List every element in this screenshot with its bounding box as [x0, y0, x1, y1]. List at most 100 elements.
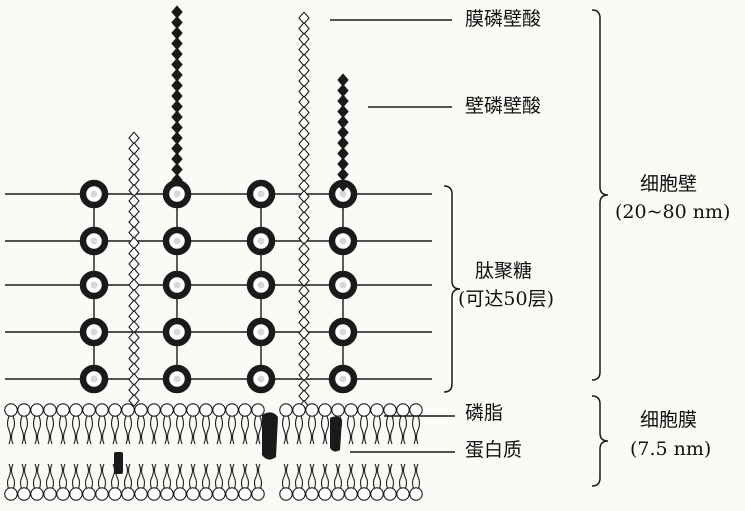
membrane-protein [114, 452, 123, 474]
phospholipid-tail [400, 416, 407, 444]
phospholipid-tail [387, 464, 394, 490]
phospholipid-tail [242, 416, 249, 444]
cell-membrane-brace [592, 396, 608, 486]
phospholipid-head [70, 404, 82, 416]
phospholipid-head [174, 404, 186, 416]
phospholipid-head [319, 488, 331, 500]
phospholipid-head [83, 404, 95, 416]
phospholipid-head [200, 404, 212, 416]
phospholipid-tail [296, 464, 303, 490]
peptidoglycan-node-core [340, 238, 347, 245]
phospholipid-tail [283, 464, 290, 490]
phospholipid-tail [73, 464, 80, 490]
phospholipid-head [280, 488, 292, 500]
peptidoglycan-node-core [258, 191, 265, 198]
phospholipid-head [18, 404, 30, 416]
phospholipid-tail [151, 464, 158, 490]
phospholipid-tail [86, 416, 93, 444]
phospholipid-tail [229, 416, 236, 444]
phospholipid-head [122, 488, 134, 500]
phospholipid-tail [400, 464, 407, 490]
phospholipid-tail [335, 464, 342, 490]
wall-teichoic-acid-chain [172, 6, 182, 186]
phospholipid-tail [348, 416, 355, 444]
phospholipid-tail [374, 416, 381, 444]
phospholipid-tail [86, 464, 93, 490]
phospholipid-tail [283, 416, 290, 444]
membrane-proteins [114, 412, 342, 474]
phospholipid-tail [322, 416, 329, 444]
phospholipid-tail [99, 464, 106, 490]
phospholipid-tail [60, 464, 67, 490]
protein-label: 蛋白质 [465, 441, 522, 460]
phospholipid-tail [138, 416, 145, 444]
peptidoglycan-node-core [258, 282, 265, 289]
phospholipid-head [161, 488, 173, 500]
phospholipid-head [109, 404, 121, 416]
phospholipid-tail [21, 416, 28, 444]
phospholipid-head [293, 488, 305, 500]
phospholipid-tail [138, 464, 145, 490]
phospholipid-head [44, 404, 56, 416]
peptidoglycan-nodes [83, 183, 354, 390]
cell-wall-thickness-label: (20~80 nm) [615, 203, 730, 222]
cell-wall-brace-group [592, 10, 608, 380]
phospholipid-head [371, 488, 383, 500]
peptidoglycan-node-core [174, 329, 181, 336]
lipoteichoic-acid-chain [129, 132, 139, 406]
phospholipid-tail [190, 464, 197, 490]
phospholipid-tail [125, 416, 132, 444]
phospholipid-tail [413, 416, 420, 444]
phospholipid-tail [151, 416, 158, 444]
phospholipid-head [174, 488, 186, 500]
phospholipid-head [70, 488, 82, 500]
phospholipid-head [200, 488, 212, 500]
peptidoglycan-node-core [174, 282, 181, 289]
peptidoglycan-label: 肽聚糖 [475, 262, 532, 281]
phospholipid-tail [309, 416, 316, 444]
phospholipid-head [306, 488, 318, 500]
phospholipid-head [239, 488, 251, 500]
phospholipid-head [31, 404, 43, 416]
phospholipid-head [345, 488, 357, 500]
phospholipid-tail [60, 416, 67, 444]
phospholipid-tail [255, 416, 262, 444]
phospholipid-tail [413, 464, 420, 490]
phospholipid-tail [34, 464, 41, 490]
phospholipid-head [384, 404, 396, 416]
phospholipid-head [31, 488, 43, 500]
phospholipid-head [293, 404, 305, 416]
cell-wall-brace [592, 10, 608, 380]
phospholipid-head [5, 404, 17, 416]
phospholipid-tail [177, 464, 184, 490]
phospholipid-head [187, 404, 199, 416]
phospholipid-tail [164, 464, 171, 490]
phospholipid-head [122, 404, 134, 416]
phospholipid-tail [125, 464, 132, 490]
peptidoglycan-node-core [174, 238, 181, 245]
phospholipid-head [371, 404, 383, 416]
phospholipid-tail [8, 416, 15, 444]
phospholipid-tail [322, 464, 329, 490]
phospholipid-tail [361, 464, 368, 490]
phospholipid-tail [99, 416, 106, 444]
peptidoglycan-node-core [91, 329, 98, 336]
phospholipid-head [135, 488, 147, 500]
phospholipid-head [397, 488, 409, 500]
phospholipid-tail [203, 416, 210, 444]
phospholipid-tail [387, 416, 394, 444]
membrane-protein [330, 416, 342, 451]
phospholipid-head [161, 404, 173, 416]
phospholipid-head [397, 404, 409, 416]
wall-teichoic-acid-chain [338, 74, 348, 191]
peptidoglycan-node-core [91, 238, 98, 245]
peptidoglycan-node-core [258, 376, 265, 383]
peptidoglycan-strands [5, 194, 432, 379]
phospholipid-tail [374, 464, 381, 490]
peptidoglycan-layers-label: (可达50层) [458, 290, 554, 309]
cell-wall-label: 细胞壁 [640, 175, 697, 194]
phospholipid-head [57, 488, 69, 500]
phospholipid-tail [73, 416, 80, 444]
phospholipid-head [252, 404, 264, 416]
peptidoglycan-node-core [258, 329, 265, 336]
